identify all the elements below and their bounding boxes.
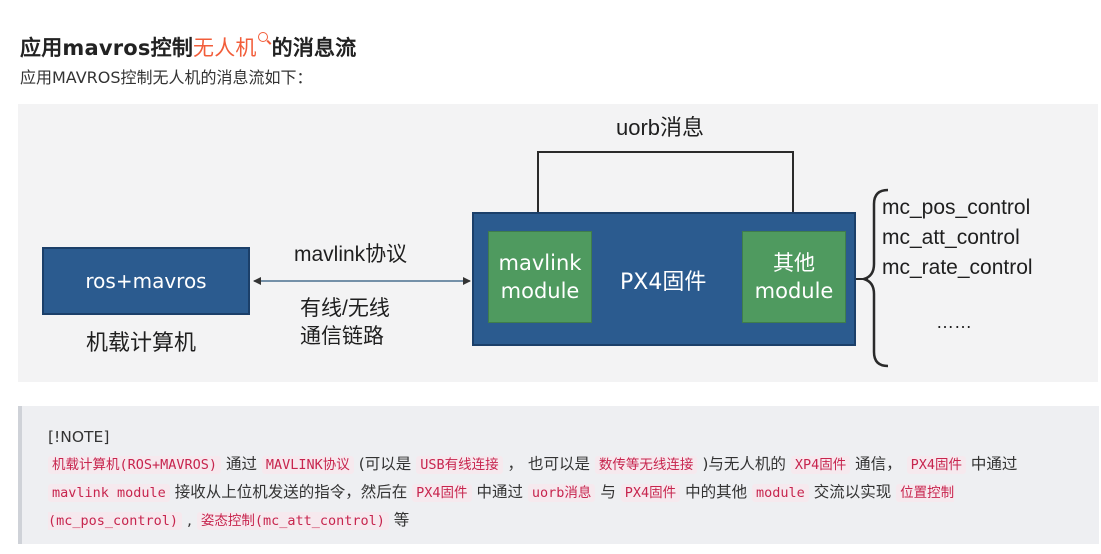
note-code-term: 姿态控制(mc_att_control) xyxy=(196,512,389,530)
link-label-line1: 有线/无线 xyxy=(300,297,390,320)
note-code-term: module xyxy=(752,484,809,502)
link-label-line2: 通信链路 xyxy=(300,325,384,348)
controller-rate: mc_rate_control xyxy=(882,256,1033,279)
note-text: 通信， xyxy=(850,455,907,473)
note-code-term: USB有线连接 xyxy=(416,456,503,474)
note-text: 等 xyxy=(388,511,410,529)
px4-label: PX4固件 xyxy=(620,270,707,295)
controller-att: mc_att_control xyxy=(882,226,1020,249)
controller-pos: mc_pos_control xyxy=(882,196,1031,219)
message-flow-diagram: uorb消息 mavlink协议 有线/无线 通信链路 ros+mavros 机… xyxy=(18,104,1098,382)
mavlink-module-line1: mavlink xyxy=(498,251,582,275)
note-code-term: 机载计算机(ROS+MAVROS) xyxy=(48,456,222,474)
note-text: 通过 xyxy=(221,455,262,473)
note-body: 机载计算机(ROS+MAVROS) 通过 MAVLINK协议 (可以是 USB有… xyxy=(48,451,1073,535)
heading-keyword-link[interactable]: 无人机 xyxy=(193,36,257,61)
onboard-box-label: ros+mavros xyxy=(85,269,207,293)
note-text: 接收从上位机发送的指令，然后在 xyxy=(169,483,413,501)
note-code-term: PX4固件 xyxy=(620,484,681,502)
protocol-label: mavlink协议 xyxy=(294,243,408,266)
note-text: (可以是 xyxy=(353,455,417,473)
note-text: )与无人机的 xyxy=(697,455,791,473)
px4-firmware-box: mavlink module PX4固件 其他 module xyxy=(472,212,856,346)
heading-prefix: 应用mavros控制 xyxy=(20,36,194,61)
other-module-line1: 其他 xyxy=(773,251,815,275)
note-title: [!NOTE] xyxy=(48,428,110,446)
heading-suffix: 的消息流 xyxy=(271,36,357,61)
note-code-term: MAVLINK协议 xyxy=(261,456,354,474)
note-text: 交流以实现 xyxy=(808,483,897,501)
controller-brace xyxy=(859,188,889,368)
mavlink-module-line2: module xyxy=(500,279,580,303)
search-icon[interactable] xyxy=(257,32,268,43)
uorb-label: uorb消息 xyxy=(616,115,705,140)
mavlink-module-box: mavlink module xyxy=(488,231,592,323)
onboard-caption: 机载计算机 xyxy=(86,330,197,355)
controller-more: …… xyxy=(936,312,972,332)
page-heading: 应用mavros控制无人机的消息流 xyxy=(20,32,356,62)
intro-paragraph: 应用MAVROS控制无人机的消息流如下： xyxy=(20,68,313,87)
note-text: 与 xyxy=(595,483,621,501)
note-text: 中通过 xyxy=(471,483,528,501)
note-text: 中的其他 xyxy=(680,483,753,501)
note-code-term: mavlink module xyxy=(48,484,170,502)
note-code-term: XP4固件 xyxy=(790,456,851,474)
note-callout: [!NOTE] 机载计算机(ROS+MAVROS) 通过 MAVLINK协议 (… xyxy=(18,406,1099,544)
note-code-term: PX4固件 xyxy=(412,484,472,502)
other-module-box: 其他 module xyxy=(742,231,846,323)
other-module-line2: module xyxy=(754,279,834,303)
note-text: 中通过 xyxy=(965,455,1018,473)
note-code-term: PX4固件 xyxy=(906,456,966,474)
note-code-term: 数传等无线连接 xyxy=(594,456,698,474)
uorb-loop-arrow xyxy=(537,151,794,230)
note-code-term: uorb消息 xyxy=(527,484,596,502)
onboard-computer-box: ros+mavros xyxy=(42,247,250,315)
note-text: ， 也可以是 xyxy=(502,455,595,473)
note-text: , xyxy=(182,511,197,529)
